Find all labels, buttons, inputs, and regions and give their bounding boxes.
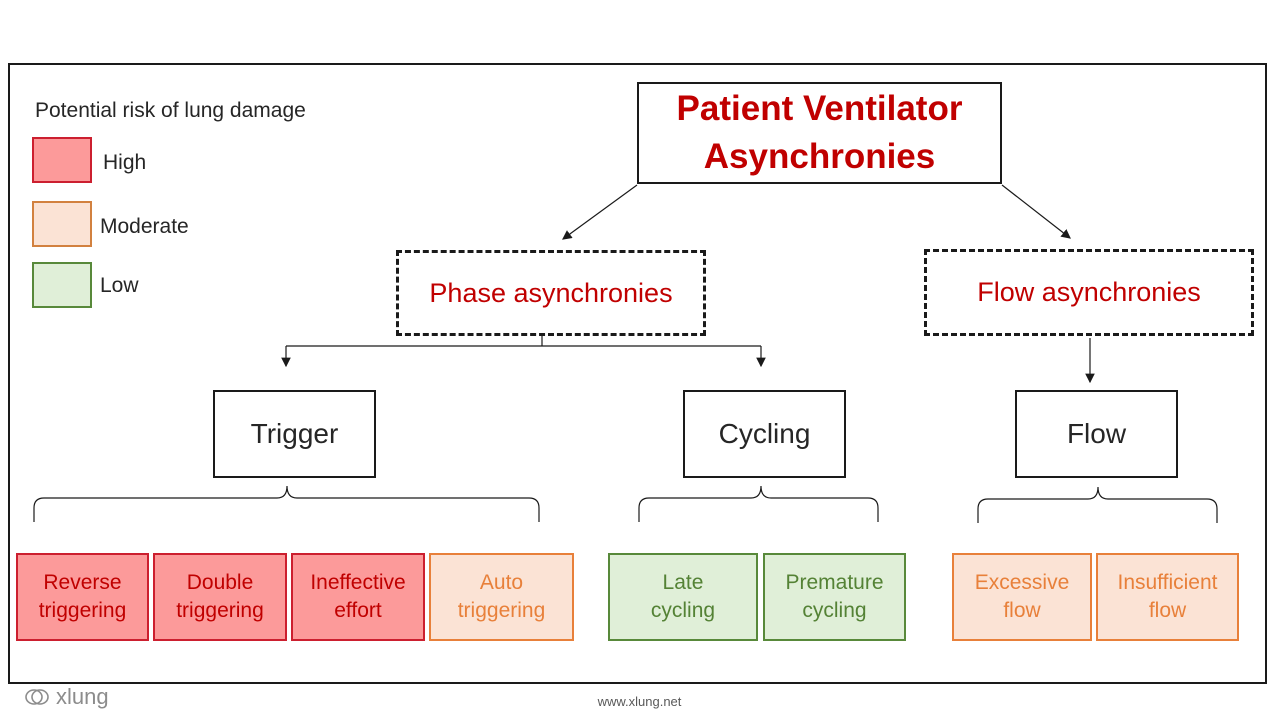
flow-asynchronies-label: Flow asynchronies	[977, 277, 1201, 307]
trigger-brace	[33, 485, 540, 522]
leaf-ineffective-effort: Ineffective effort	[291, 553, 425, 641]
lung-icon	[25, 689, 49, 705]
logo-text: xlung	[56, 684, 109, 709]
cycling-label: Cycling	[718, 418, 811, 449]
phase-asynchronies-label: Phase asynchronies	[429, 277, 673, 308]
leaf-insufficient-flow: Insufficient flow	[1096, 553, 1239, 641]
cycling-brace	[638, 485, 879, 522]
cycling-box: Cycling	[683, 390, 846, 478]
flow-brace	[977, 486, 1218, 523]
arrow-to-flow-async	[1001, 184, 1071, 239]
trigger-box: Trigger	[213, 390, 376, 478]
leaf-reverse-triggering: Reverse triggering	[16, 553, 149, 641]
xlung-logo: xlung	[24, 684, 109, 710]
legend-swatch-high	[32, 137, 92, 183]
flow-asynchronies-box: Flow asynchronies	[924, 249, 1254, 336]
legend-title: Potential risk of lung damage	[35, 99, 306, 122]
flow-box: Flow	[1015, 390, 1178, 478]
slide-frame	[8, 63, 1267, 684]
leaf-double-triggering: Double triggering	[153, 553, 287, 641]
legend-label-low: Low	[100, 274, 139, 297]
legend-label-moderate: Moderate	[100, 215, 189, 238]
leaf-premature-cycling: Premature cycling	[763, 553, 906, 641]
legend-swatch-moderate	[32, 201, 92, 247]
legend-label-high: High	[103, 151, 147, 174]
trigger-label: Trigger	[250, 418, 339, 449]
flow-label: Flow	[1066, 418, 1127, 449]
leaf-late-cycling: Late cycling	[608, 553, 758, 641]
footer-url[interactable]: www.xlung.net	[597, 694, 682, 709]
diagram-title-box: Patient Ventilator Asynchronies	[637, 82, 1002, 184]
phase-asynchronies-box: Phase asynchronies	[396, 250, 706, 336]
leaf-auto-triggering: Auto triggering	[429, 553, 574, 641]
diagram-title: Patient Ventilator Asynchronies	[676, 89, 963, 176]
leaf-excessive-flow: Excessive flow	[952, 553, 1092, 641]
arrow-to-phase	[562, 184, 638, 240]
legend-swatch-low	[32, 262, 92, 308]
